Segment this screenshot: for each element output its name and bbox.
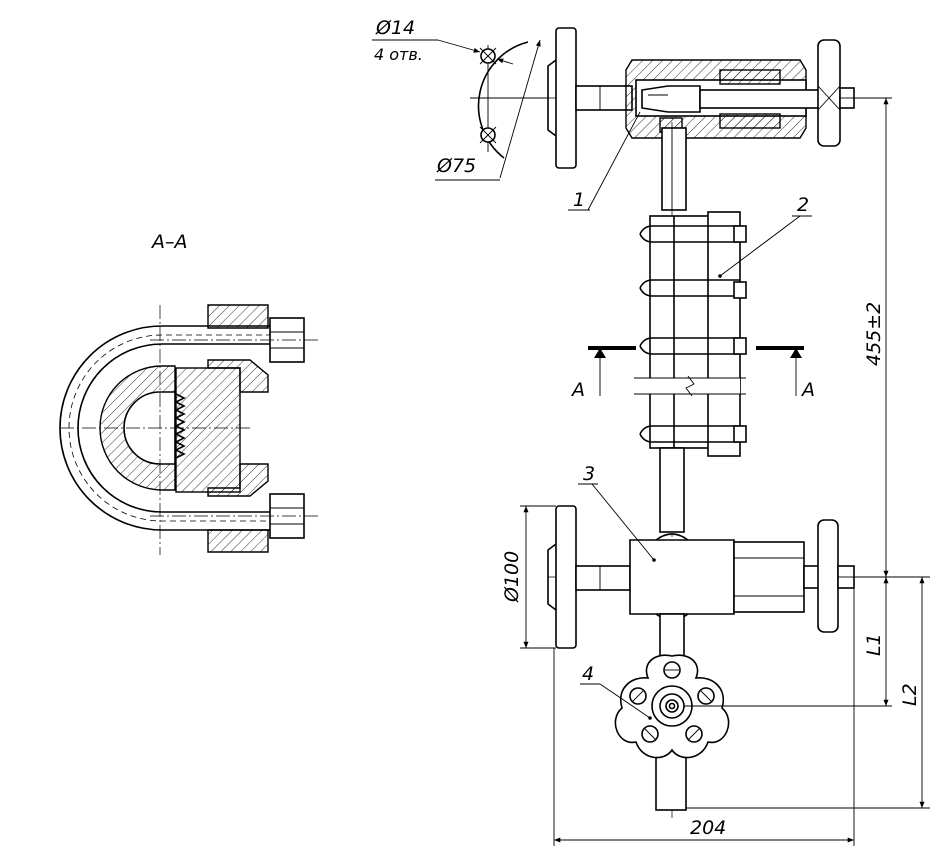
bolt-circle-label: Ø75	[436, 155, 476, 177]
upper-tube	[661, 127, 687, 211]
bottom-valve-bonnet	[733, 541, 805, 613]
total-height-label: 455±2	[863, 302, 885, 366]
flange-top-view: Ø14 4 отв. Ø75	[372, 17, 548, 181]
clamp-jaw-top	[207, 359, 269, 393]
gland-packing-bottom	[719, 113, 781, 129]
glass-block	[175, 367, 241, 493]
callout-3: 3	[583, 463, 595, 485]
lower-tube	[659, 447, 685, 533]
callout-4: 4	[582, 663, 594, 685]
drain-tube-upper	[659, 613, 685, 661]
top-nozzle	[575, 85, 633, 111]
bottom-nozzle	[575, 565, 631, 591]
hole-count-label: 4 отв.	[374, 45, 423, 64]
hole-dia-label: Ø14	[375, 17, 415, 39]
gauge-glass-housing	[649, 215, 711, 449]
gauge-assembly: 1 2	[547, 27, 860, 820]
cut-mark-right: A	[800, 379, 815, 401]
section-label: А–А	[150, 231, 188, 253]
clamp-nuts	[733, 225, 747, 443]
clamp-plate-bottom	[207, 529, 269, 553]
l1-label: L1	[863, 633, 885, 656]
top-handwheel	[817, 39, 841, 147]
drain-handwheel	[614, 654, 730, 759]
valve-stem-tip	[641, 85, 701, 113]
drain-tube-lower	[655, 747, 687, 811]
clamp-bands	[639, 225, 740, 443]
bottom-flange	[555, 505, 577, 649]
cut-mark-left: A	[570, 379, 585, 401]
section-view-a-a: А–А	[59, 231, 318, 555]
bottom-handwheel	[817, 519, 839, 633]
width-label: 204	[690, 817, 726, 839]
clamp-plate-top	[207, 304, 269, 329]
clamp-jaw-bottom	[207, 463, 269, 497]
dimensions: Ø100 455±2 L1 L2 204	[501, 97, 930, 846]
flange-dia-label: Ø100	[501, 551, 523, 603]
l2-label: L2	[899, 683, 921, 706]
callout-2: 2	[797, 194, 809, 216]
gland-packing-top	[719, 69, 781, 85]
callout-1: 1	[573, 189, 585, 211]
gauge-cover-plate	[707, 211, 741, 457]
valve-stem	[699, 89, 821, 109]
bottom-valve-body	[629, 539, 735, 615]
glass-serration	[174, 393, 186, 459]
top-flange	[555, 27, 577, 169]
drain-screws	[629, 661, 715, 743]
